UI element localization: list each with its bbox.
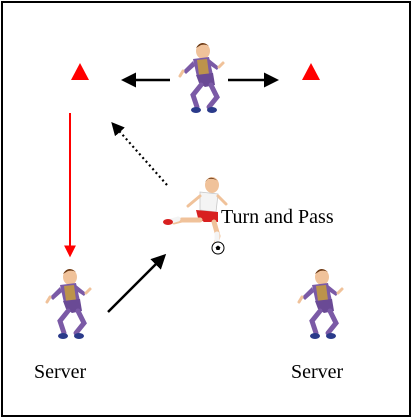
cone-right-icon xyxy=(302,63,320,80)
right-server-icon xyxy=(299,269,342,339)
turn-and-pass-label: Turn and Pass xyxy=(221,206,334,228)
left-server-icon xyxy=(47,269,90,339)
soccer-ball-icon xyxy=(211,241,225,255)
top-player-icon xyxy=(180,43,223,113)
left-server-label: Server xyxy=(34,361,87,383)
dotted-pass-arrow xyxy=(111,122,168,186)
server-pass-arrow xyxy=(107,253,167,313)
cone-left-icon xyxy=(71,63,89,80)
center-player-icon xyxy=(163,177,228,250)
right-server-label: Server xyxy=(291,361,344,383)
